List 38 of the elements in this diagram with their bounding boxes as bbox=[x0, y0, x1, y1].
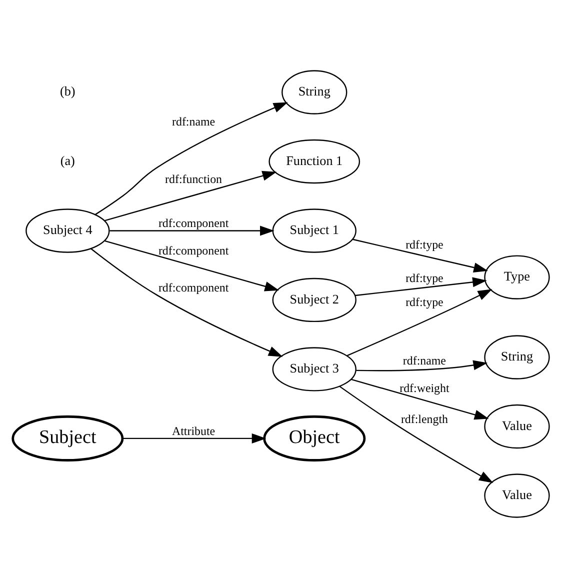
node-ellipse: Subject bbox=[12, 415, 124, 462]
edge-label: rdf:type bbox=[406, 294, 444, 309]
node-ellipse: Subject 4 bbox=[26, 208, 110, 253]
node-ellipse: Function 1 bbox=[268, 139, 360, 184]
node-ellipse: Object bbox=[263, 415, 366, 462]
node-ellipse: Type bbox=[484, 255, 550, 300]
node-ellipse: String bbox=[282, 70, 348, 114]
edge-label: rdf:name bbox=[172, 114, 216, 129]
node-ellipse: String bbox=[484, 335, 550, 380]
arrow bbox=[339, 386, 494, 484]
arrow bbox=[104, 170, 277, 222]
arrow bbox=[90, 248, 283, 357]
edge-label: rdf:component bbox=[158, 216, 229, 230]
edge-label: Attribute bbox=[172, 424, 216, 438]
arrow bbox=[122, 433, 266, 444]
label: (b) bbox=[60, 84, 76, 99]
edge-label: rdf:component bbox=[158, 244, 229, 258]
arrow bbox=[95, 102, 288, 215]
node-ellipse: Subject 2 bbox=[272, 278, 356, 322]
edge-label: rdf:type bbox=[406, 271, 444, 286]
edge-label: rdf:length bbox=[400, 412, 448, 426]
arrow bbox=[104, 240, 280, 292]
edge-label: rdf:weight bbox=[400, 380, 450, 395]
label: (a) bbox=[60, 152, 75, 168]
node-ellipse: Subject 1 bbox=[272, 208, 356, 253]
node-ellipse: Subject 3 bbox=[272, 347, 356, 392]
edge-label: rdf:name bbox=[402, 353, 446, 368]
edge-label: rdf:component bbox=[158, 280, 229, 295]
arrow bbox=[356, 360, 488, 372]
edge-label: rdf:type bbox=[406, 238, 444, 252]
edge-label: rdf:function bbox=[165, 172, 222, 186]
arrow bbox=[110, 226, 274, 236]
arrow bbox=[347, 289, 492, 356]
arrow bbox=[355, 277, 487, 296]
node-ellipse: Value bbox=[484, 474, 550, 518]
arrow bbox=[352, 238, 488, 272]
arrow bbox=[351, 378, 489, 420]
node-ellipse: Value bbox=[484, 404, 550, 449]
